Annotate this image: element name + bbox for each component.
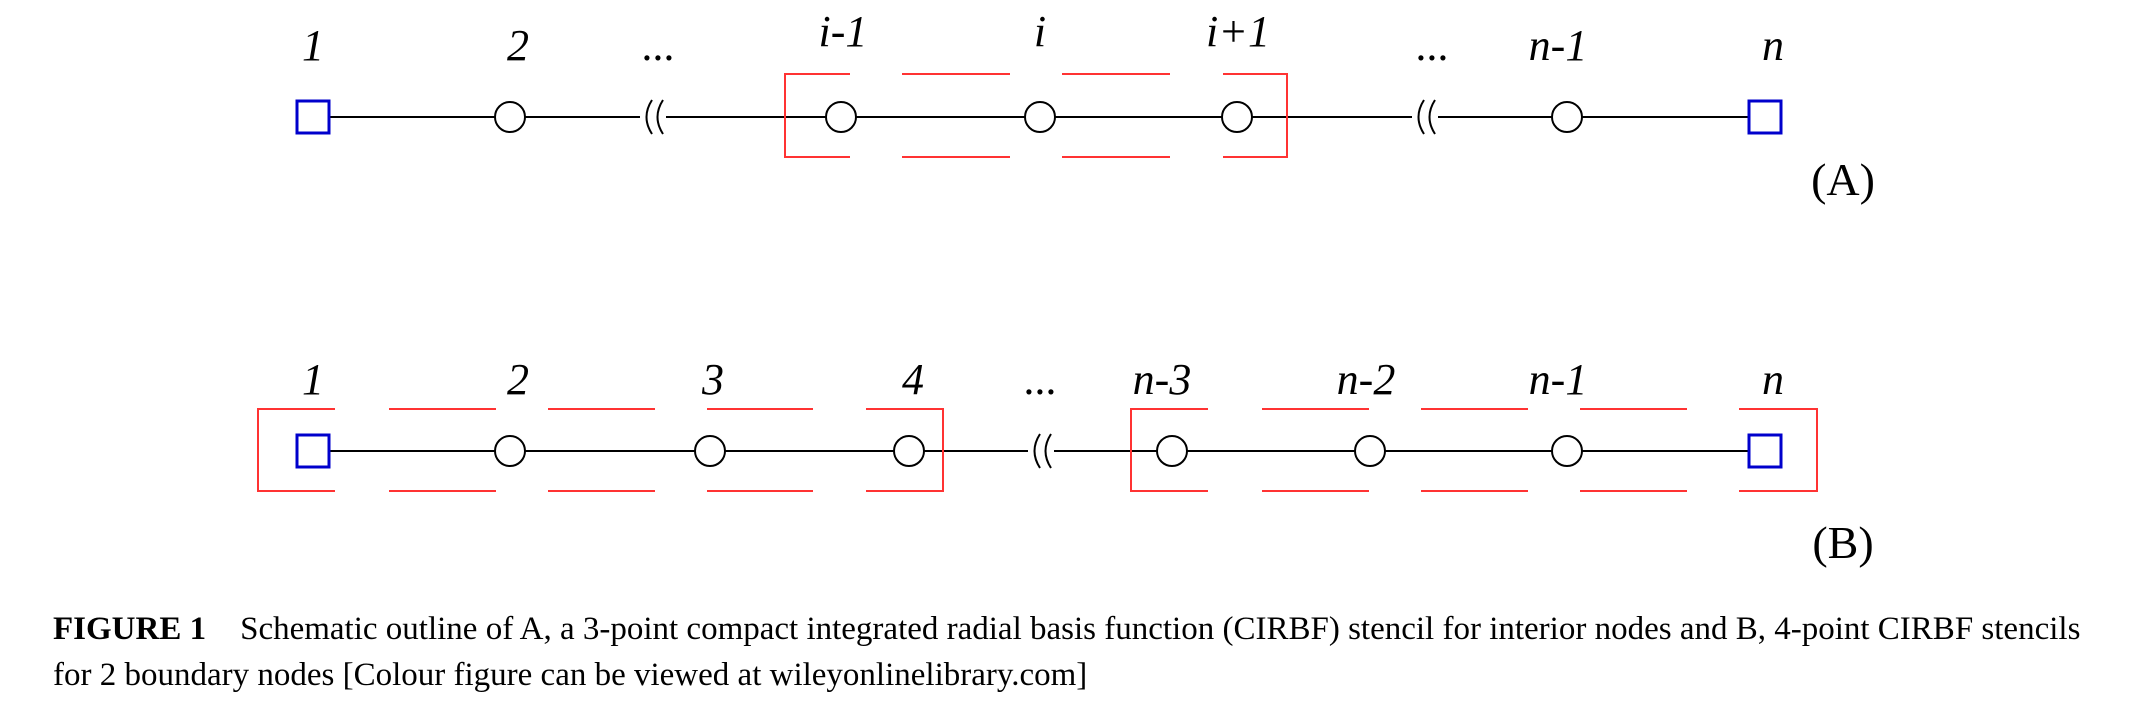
node-label: 2: [507, 21, 529, 70]
cirbf-stencil-diagram: 1 2 ... i-1 i i+1 ... n-1 n (A): [257, 7, 1875, 568]
boundary-node: [1747, 433, 1783, 469]
caption-text: Schematic outline of A, a 3-point compac…: [53, 611, 2081, 693]
interior-node: [893, 435, 925, 467]
boundary-node: [1747, 99, 1783, 135]
interior-node: [1551, 435, 1583, 467]
node-label: ...: [643, 21, 676, 70]
node-label: n: [1762, 355, 1784, 404]
node-label: n-1: [1529, 355, 1588, 404]
node-label: n: [1762, 21, 1784, 70]
node-label: i-1: [819, 7, 868, 56]
interior-node: [494, 435, 526, 467]
caption-tag: FIGURE 1: [53, 611, 207, 647]
node-label: 3: [701, 355, 724, 404]
node-label: i+1: [1206, 7, 1270, 56]
node-label: n-2: [1337, 355, 1396, 404]
interior-node: [694, 435, 726, 467]
interior-node: [1024, 101, 1056, 133]
panel-label-b: (B): [1812, 517, 1873, 568]
boundary-node: [295, 433, 331, 469]
panel-a: 1 2 ... i-1 i i+1 ... n-1 n (A): [295, 7, 1875, 205]
stencil-bracket-left-boundary: [257, 408, 944, 492]
node-label: 2: [507, 355, 529, 404]
node-label: 4: [902, 355, 924, 404]
interior-node: [1156, 435, 1188, 467]
node-label: ...: [1025, 355, 1058, 404]
node-label: ...: [1417, 21, 1450, 70]
node-label: n-3: [1133, 355, 1192, 404]
line-break-mark: [640, 98, 666, 136]
panel-label-a: (A): [1811, 154, 1875, 205]
boundary-node: [295, 99, 331, 135]
interior-node: [825, 101, 857, 133]
interior-node: [1221, 101, 1253, 133]
interior-node: [494, 101, 526, 133]
node-label: n-1: [1529, 21, 1588, 70]
node-label: 1: [302, 21, 324, 70]
line-break-mark: [1028, 432, 1054, 470]
stencil-bracket-interior: [784, 73, 1288, 158]
node-label: i: [1034, 7, 1046, 56]
interior-node: [1354, 435, 1386, 467]
line-break-mark: [1412, 98, 1438, 136]
panel-b: 1 2 3 4 ... n-3 n-2 n-1 n (B): [257, 355, 1874, 568]
node-label: 1: [302, 355, 324, 404]
stencil-bracket-right-boundary: [1130, 408, 1818, 492]
interior-node: [1551, 101, 1583, 133]
